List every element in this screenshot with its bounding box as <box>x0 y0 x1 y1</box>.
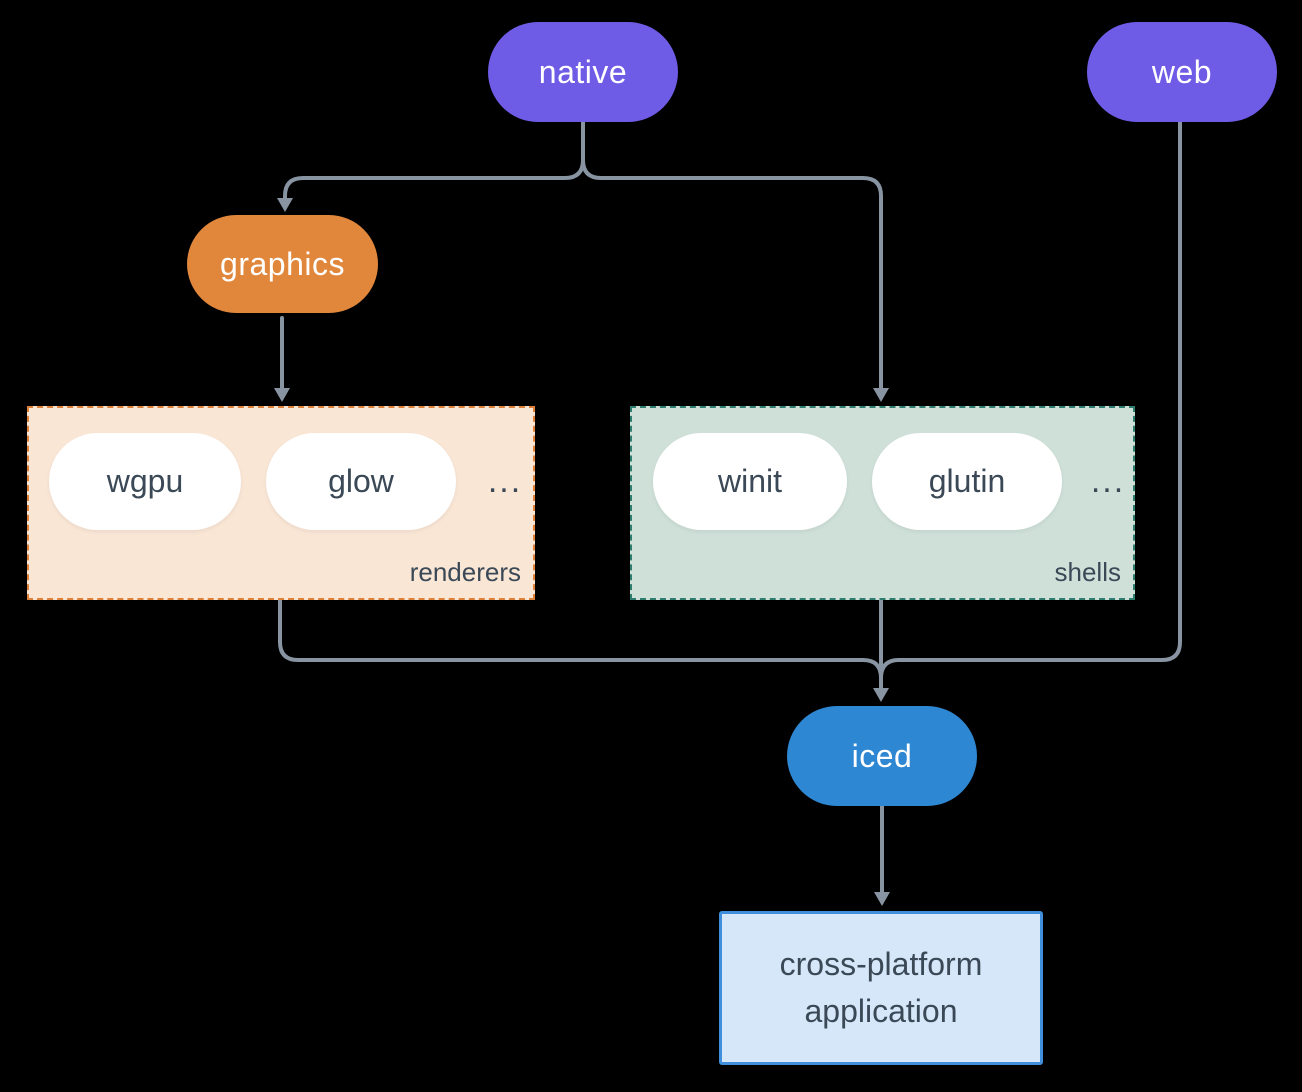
pill-wgpu-label: wgpu <box>106 463 184 499</box>
arrowhead-shells <box>873 388 889 402</box>
arrowhead-graphics <box>277 198 293 212</box>
group-renderers: wgpu glow ... renderers <box>27 406 535 600</box>
edge-native-to-shells <box>581 120 883 392</box>
edge-renderers-to-merge <box>278 598 883 680</box>
pill-glow: glow <box>266 433 456 530</box>
edge-native-to-graphics <box>283 120 585 202</box>
pill-winit: winit <box>653 433 847 530</box>
pill-glutin: glutin <box>872 433 1062 530</box>
app-label-line1: cross-platform <box>779 946 983 982</box>
node-native: native <box>488 22 678 122</box>
pill-wgpu: wgpu <box>49 433 241 530</box>
node-iced: iced <box>787 706 977 806</box>
app-label-line2: application <box>804 993 958 1029</box>
node-iced-label: iced <box>851 737 913 774</box>
node-web-label: web <box>1151 53 1213 90</box>
shells-ellipsis: ... <box>1090 462 1126 500</box>
arrowhead-renderers <box>274 388 290 402</box>
arrowhead-app <box>874 892 890 906</box>
node-native-label: native <box>538 53 628 90</box>
node-graphics-label: graphics <box>220 245 345 282</box>
group-shells: winit glutin ... shells <box>630 406 1135 600</box>
renderers-ellipsis: ... <box>487 462 523 500</box>
arrowhead-iced <box>873 688 889 702</box>
shells-group-label: shells <box>1054 557 1121 587</box>
renderers-group-label: renderers <box>409 557 521 587</box>
node-cross-platform-application: cross-platform application <box>719 911 1043 1065</box>
pill-glow-label: glow <box>328 463 394 499</box>
pill-winit-label: winit <box>717 463 782 499</box>
node-graphics: graphics <box>187 215 378 313</box>
node-web: web <box>1087 22 1277 122</box>
pill-glutin-label: glutin <box>928 463 1006 499</box>
